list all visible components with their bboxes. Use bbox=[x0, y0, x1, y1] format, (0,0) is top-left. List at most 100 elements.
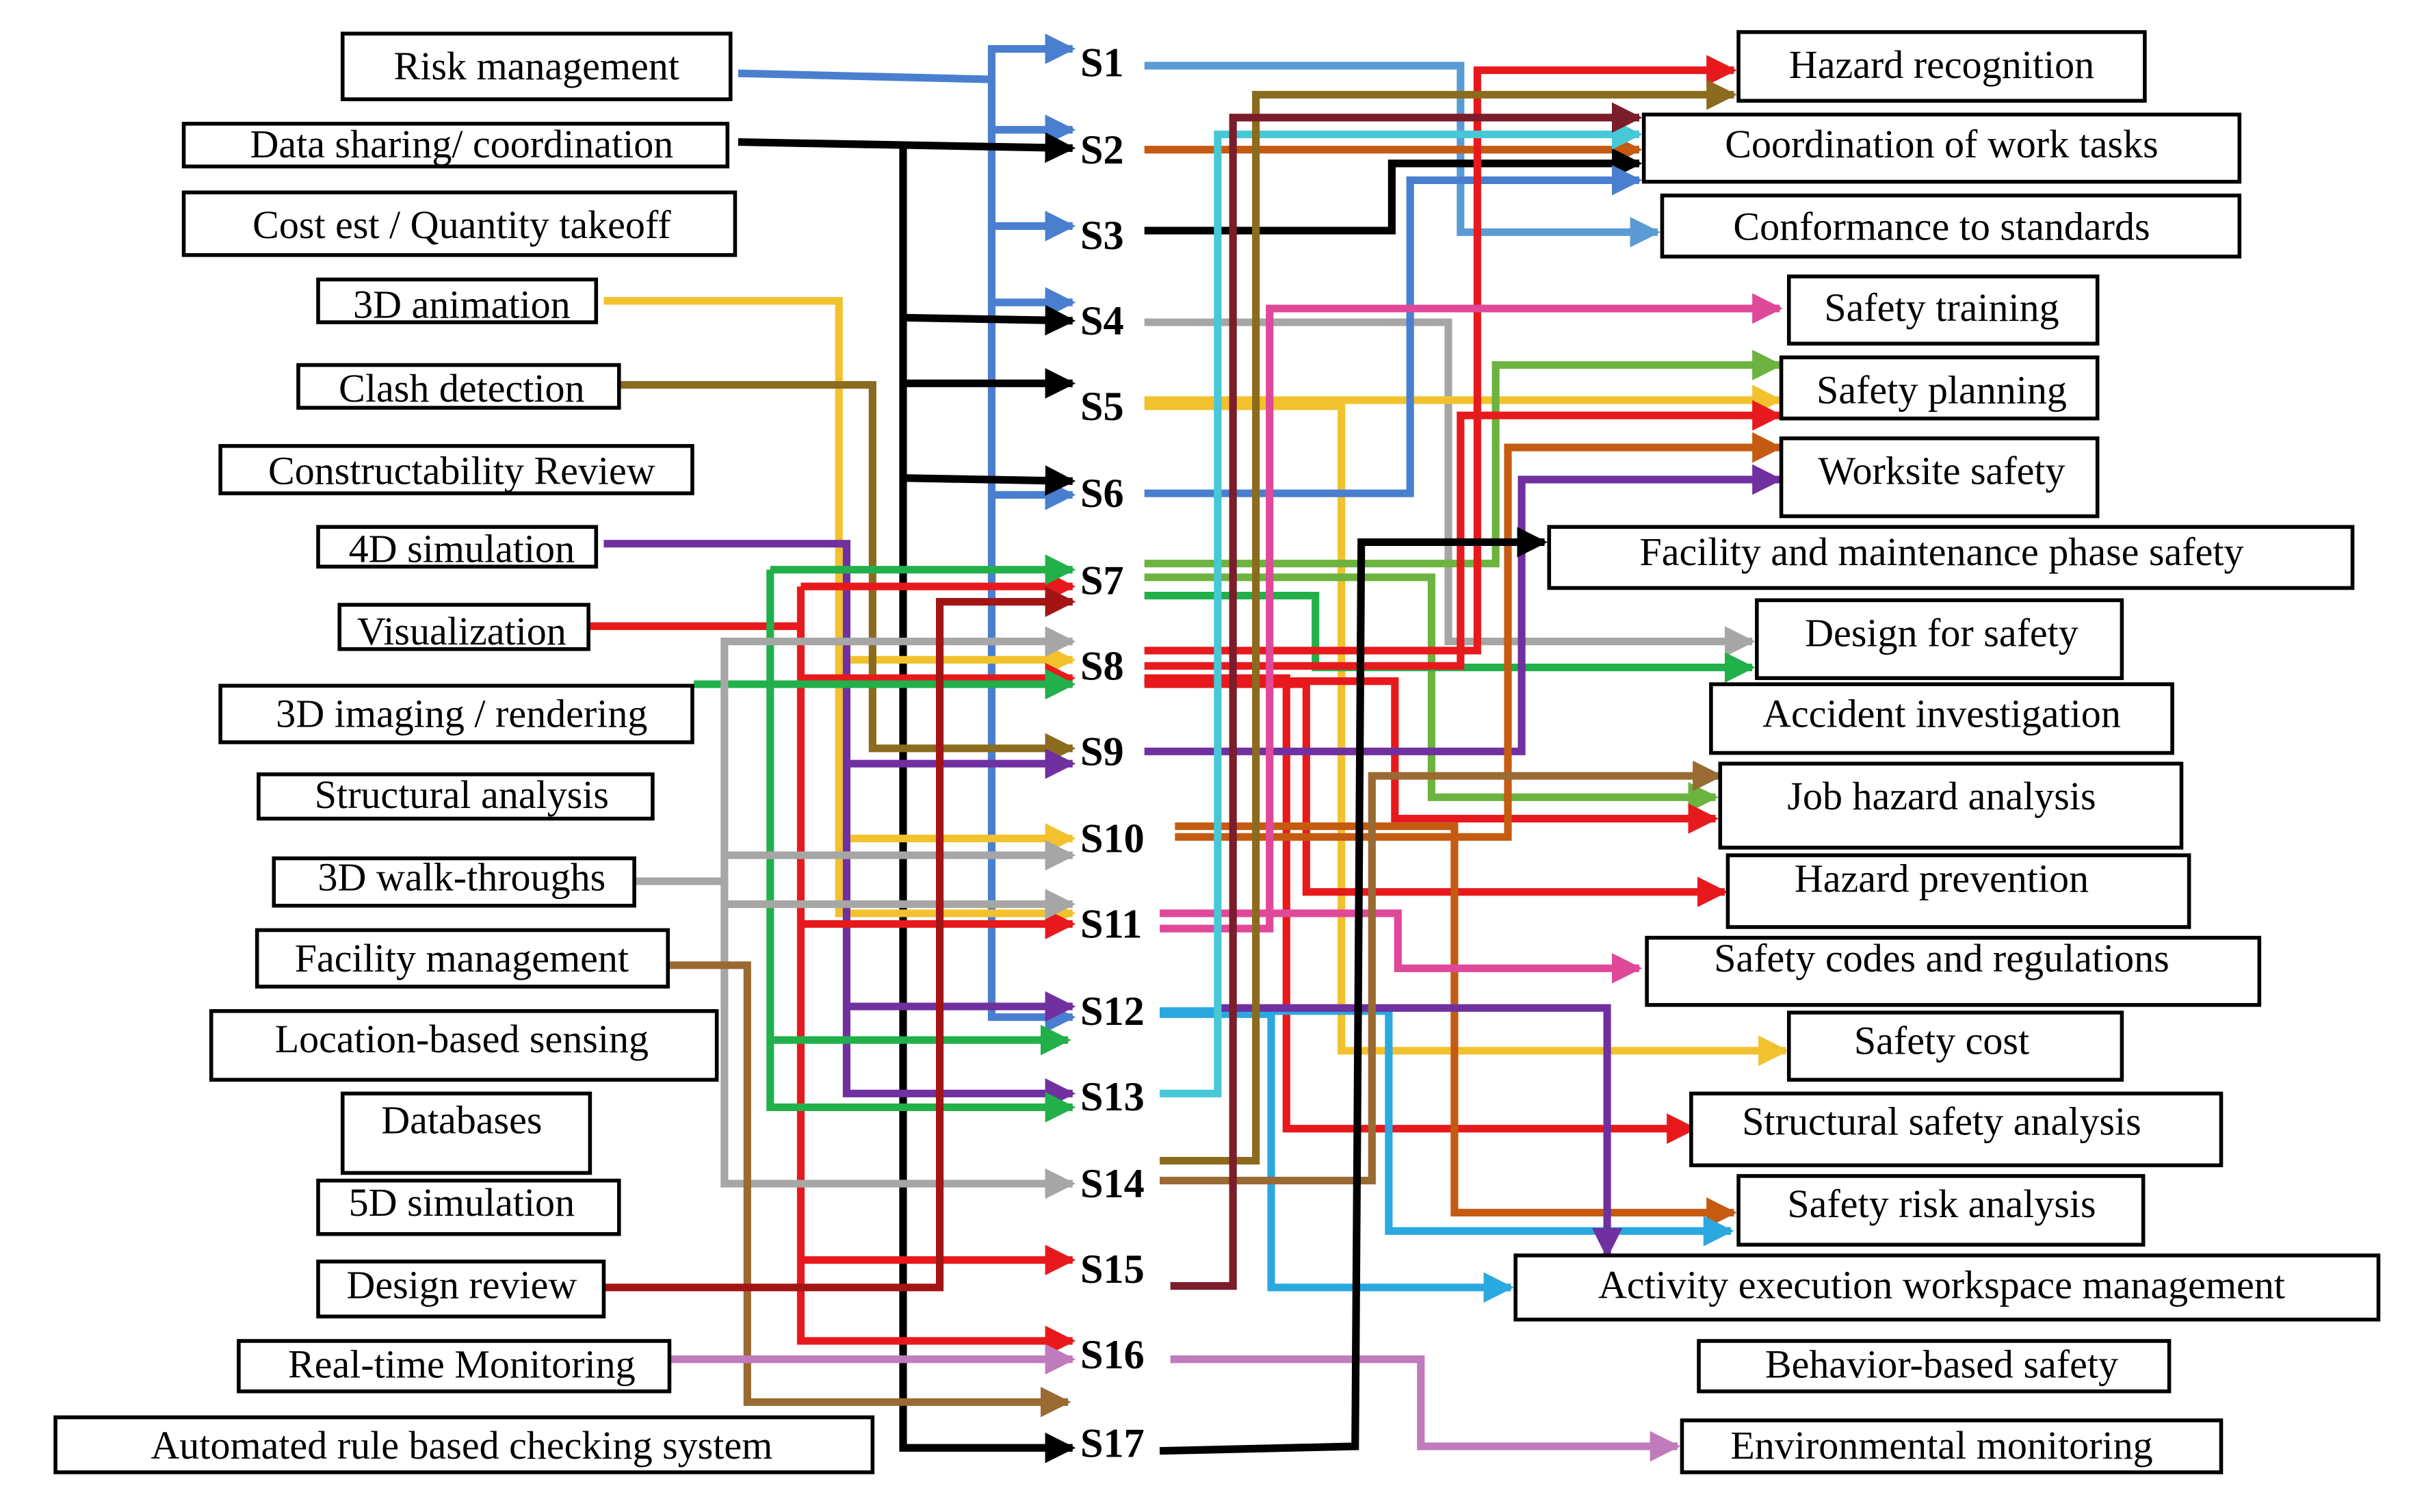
right-label-coordination-work-tasks: Coordination of work tasks bbox=[1725, 122, 2158, 166]
study-label-s17: S17 bbox=[1080, 1421, 1145, 1467]
link-s7-design bbox=[1144, 573, 1719, 813]
study-label-s7: S7 bbox=[1080, 558, 1124, 603]
right-box-1 bbox=[1641, 112, 2242, 184]
link-s13-coord bbox=[1160, 119, 1643, 1097]
link-s5-cost bbox=[1144, 402, 1789, 1067]
study-label-s12: S12 bbox=[1080, 989, 1145, 1034]
study-column: S1 S2 S3 S4 S5 S6 S7 S8 S9 S10 S11 S12 S… bbox=[1080, 40, 1145, 1467]
link-fm-trunk bbox=[669, 961, 1071, 1418]
link-s9-worksite bbox=[1144, 464, 1783, 755]
right-box-15 bbox=[1513, 1253, 2381, 1322]
link-s15-coord bbox=[1170, 102, 1643, 1290]
left-label-constructability-review: Constructability Review bbox=[268, 449, 655, 493]
right-label-activity-workspace-management: Activity execution workspace management bbox=[1598, 1262, 2285, 1307]
right-label-hazard-prevention: Hazard prevention bbox=[1795, 857, 2089, 901]
right-label-conformance-standards: Conformance to standards bbox=[1733, 204, 2150, 248]
right-label-accident-investigation: Accident investigation bbox=[1762, 692, 2121, 736]
right-box-6 bbox=[1547, 525, 2355, 590]
left-label-clash-detection: Clash detection bbox=[339, 366, 584, 410]
link-s7-planning bbox=[1144, 350, 1783, 568]
study-label-s6: S6 bbox=[1080, 471, 1124, 517]
study-label-s5: S5 bbox=[1080, 384, 1124, 430]
link-s17-facility bbox=[1159, 527, 1548, 1455]
link-risk-to-s4 bbox=[987, 226, 1076, 318]
link-s10-risk bbox=[1175, 822, 1737, 1228]
right-label-environmental-monitoring: Environmental monitoring bbox=[1730, 1423, 2152, 1468]
study-label-s14: S14 bbox=[1080, 1161, 1145, 1207]
left-label-location-based-sensing: Location-based sensing bbox=[275, 1017, 649, 1061]
left-label-automated-rule-checking: Automated rule based checking system bbox=[151, 1423, 772, 1468]
link-s6-coord bbox=[1144, 165, 1643, 497]
left-box-13 bbox=[340, 1091, 592, 1175]
link-s12-workspace bbox=[1221, 1004, 1623, 1259]
left-label-4d-simulation: 4D simulation bbox=[349, 526, 575, 571]
left-box-1 bbox=[181, 122, 730, 169]
study-label-s4: S4 bbox=[1080, 298, 1124, 344]
link-s3-coord bbox=[1144, 148, 1643, 235]
connection-lines bbox=[588, 34, 1789, 1463]
left-box-8 bbox=[218, 683, 694, 744]
left-box-4 bbox=[296, 363, 621, 410]
left-column: Risk management Data sharing/ coordinati… bbox=[53, 31, 875, 1474]
left-label-real-time-monitoring: Real-time Monitoring bbox=[288, 1342, 636, 1387]
left-label-3d-imaging: 3D imaging / rendering bbox=[276, 692, 647, 736]
link-vis-trunk bbox=[588, 622, 1076, 1357]
left-box-2 bbox=[181, 190, 738, 257]
study-label-s3: S3 bbox=[1080, 213, 1124, 259]
link-data-to-s4 bbox=[902, 304, 1076, 336]
right-box-14 bbox=[1736, 1174, 2146, 1247]
study-label-s13: S13 bbox=[1080, 1074, 1145, 1120]
right-box-5 bbox=[1779, 436, 2100, 519]
right-box-9 bbox=[1718, 761, 2184, 850]
right-column: Hazard recognition Coordination of work … bbox=[1513, 30, 2381, 1474]
right-label-safety-codes-regulations: Safety codes and regulations bbox=[1714, 936, 2169, 980]
link-4d-trunk bbox=[603, 540, 1076, 1109]
link-s8-hazard bbox=[1144, 55, 1737, 655]
link-s4-design bbox=[1144, 318, 1756, 657]
link-s10-worksite bbox=[1175, 432, 1783, 841]
link-design-review bbox=[603, 586, 1076, 1292]
right-box-3 bbox=[1786, 274, 2100, 346]
right-box-10 bbox=[1725, 853, 2191, 929]
right-box-12 bbox=[1786, 1011, 2124, 1082]
right-label-safety-risk-analysis: Safety risk analysis bbox=[1787, 1182, 2096, 1226]
left-box-17 bbox=[53, 1415, 875, 1474]
link-img-trunk bbox=[766, 569, 1076, 1123]
right-label-hazard-recognition: Hazard recognition bbox=[1789, 42, 2094, 87]
link-data-trunk bbox=[899, 145, 1076, 1463]
left-box-12 bbox=[209, 1009, 719, 1082]
left-label-3d-walk-throughs: 3D walk-throughs bbox=[318, 855, 606, 899]
left-box-7 bbox=[337, 603, 590, 651]
right-label-worksite-safety: Worksite safety bbox=[1818, 449, 2065, 493]
study-label-s9: S9 bbox=[1080, 729, 1124, 774]
link-s14-jha bbox=[1160, 79, 1737, 1165]
right-label-safety-cost: Safety cost bbox=[1854, 1018, 2029, 1063]
left-label-visualization: Visualization bbox=[357, 609, 566, 653]
link-s16-env bbox=[1170, 1355, 1681, 1462]
left-box-14 bbox=[316, 1178, 621, 1236]
left-box-9 bbox=[257, 772, 655, 821]
left-label-3d-animation: 3D animation bbox=[353, 282, 571, 326]
link-s14-down bbox=[1160, 760, 1723, 1185]
right-box-8 bbox=[1709, 682, 2174, 755]
link-walk-down bbox=[720, 881, 1076, 1199]
right-label-facility-maintenance-safety: Facility and maintenance phase safety bbox=[1639, 530, 2243, 574]
right-label-design-for-safety: Design for safety bbox=[1805, 610, 2078, 655]
right-box-2 bbox=[1660, 193, 2242, 259]
left-label-design-review: Design review bbox=[346, 1262, 577, 1307]
left-label-facility-management: Facility management bbox=[295, 936, 629, 980]
study-label-s10: S10 bbox=[1080, 816, 1145, 862]
study-label-s15: S15 bbox=[1080, 1247, 1145, 1292]
right-box-13 bbox=[1689, 1091, 2224, 1168]
link-walk-trunk bbox=[634, 626, 1076, 885]
left-label-structural-analysis: Structural analysis bbox=[315, 772, 609, 817]
right-label-behavior-based-safety: Behavior-based safety bbox=[1765, 1342, 2118, 1387]
left-box-15 bbox=[316, 1260, 606, 1319]
right-label-structural-safety-analysis: Structural safety analysis bbox=[1742, 1099, 2141, 1144]
link-s11-codes bbox=[1160, 909, 1643, 984]
left-box-6 bbox=[316, 525, 599, 569]
right-box-0 bbox=[1736, 30, 2147, 103]
link-risk-to-s6 bbox=[987, 302, 1076, 510]
right-label-safety-training: Safety training bbox=[1824, 285, 2059, 330]
study-label-s8: S8 bbox=[1080, 643, 1124, 689]
